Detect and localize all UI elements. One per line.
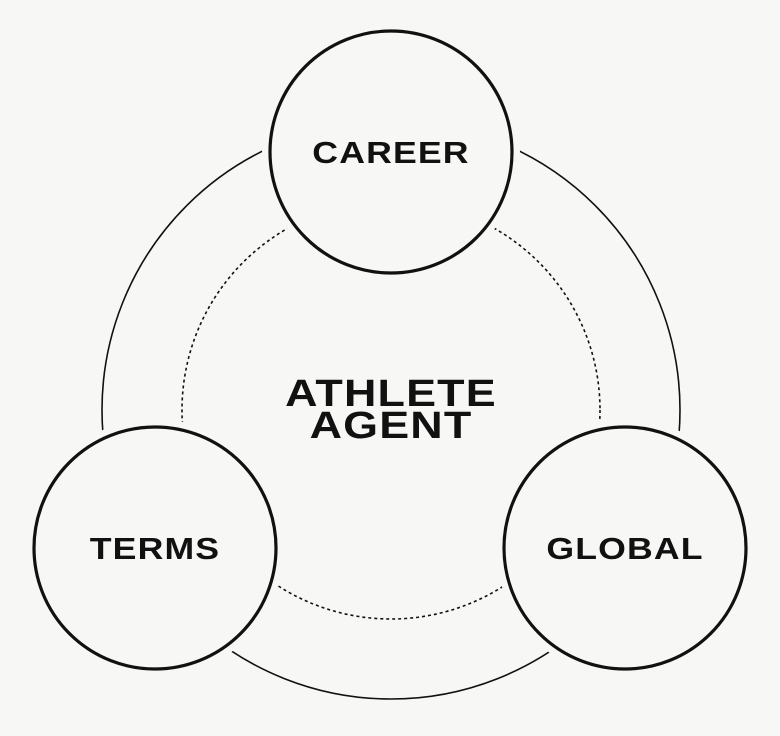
center-label-line2: AGENT — [310, 403, 473, 446]
node-career-label: CAREER — [312, 136, 469, 170]
node-career: CAREER — [262, 23, 520, 281]
node-terms-label: TERMS — [90, 532, 220, 566]
node-terms: TERMS — [26, 419, 284, 677]
center-label-line1: ATHLETE — [285, 371, 497, 414]
node-global: GLOBAL — [496, 419, 754, 677]
center-label: ATHLETE AGENT — [285, 371, 497, 446]
node-global-label: GLOBAL — [546, 532, 703, 566]
